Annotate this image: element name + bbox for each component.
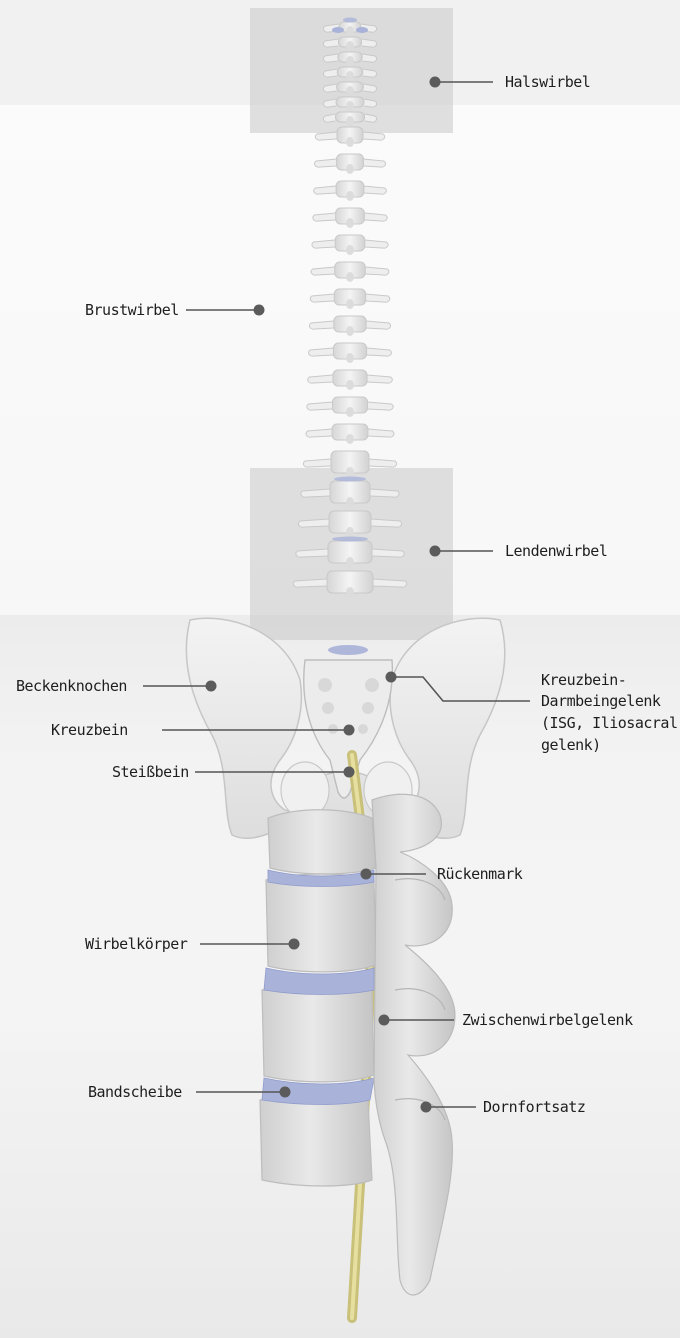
spinous-process <box>346 497 354 507</box>
spinous-process <box>346 353 354 363</box>
vertebra-segment <box>260 755 455 1318</box>
label-rueckenmark: Rückenmark <box>437 863 522 885</box>
label-brustwirbel: Brustwirbel <box>85 299 179 321</box>
disc-hint <box>343 18 357 23</box>
spinous-process <box>346 380 354 390</box>
spinous-process <box>346 26 354 36</box>
spinous-process <box>346 191 354 201</box>
label-beckenknochen: Beckenknochen <box>16 675 127 697</box>
label-lendenwirbel: Lendenwirbel <box>505 540 607 562</box>
disc-hint <box>334 477 366 482</box>
spinous-process <box>346 71 354 81</box>
label-zwischenwirbelgelenk: Zwischenwirbelgelenk <box>462 1009 633 1031</box>
label-isg-line2: Darmbeingelenk <box>541 690 660 712</box>
spinous-process <box>346 41 354 51</box>
spinous-process <box>346 434 354 444</box>
label-halswirbel: Halswirbel <box>505 71 590 93</box>
spine-column <box>293 18 406 598</box>
spinous-process <box>346 164 354 174</box>
label-isg-line4: gelenk) <box>541 734 601 756</box>
spinous-process <box>346 326 354 336</box>
atlas-joint <box>356 27 368 33</box>
label-isg-line3: (ISG, Iliosacral- <box>541 712 680 734</box>
label-bandscheibe: Bandscheibe <box>88 1081 182 1103</box>
label-isg-line1: Kreuzbein- <box>541 669 626 691</box>
spinous-process <box>346 137 354 147</box>
spinous-process <box>346 245 354 255</box>
spinous-process <box>346 272 354 282</box>
spinous-process <box>346 527 354 537</box>
spinous-process <box>346 587 354 597</box>
label-steissbein: Steißbein <box>112 761 189 783</box>
label-wirbelkoerper: Wirbelkörper <box>85 933 187 955</box>
spinous-process <box>346 86 354 96</box>
spinous-process <box>346 56 354 66</box>
spinous-process <box>346 557 354 567</box>
spinous-process <box>346 218 354 228</box>
disc-hint <box>332 537 368 542</box>
label-dornfortsatz: Dornfortsatz <box>483 1096 585 1118</box>
spinous-process <box>346 467 354 477</box>
spinous-process <box>346 116 354 126</box>
atlas-joint <box>332 27 344 33</box>
spinous-process <box>346 299 354 309</box>
label-kreuzbein: Kreuzbein <box>51 719 128 741</box>
spinous-process <box>346 407 354 417</box>
spinous-process <box>346 101 354 111</box>
